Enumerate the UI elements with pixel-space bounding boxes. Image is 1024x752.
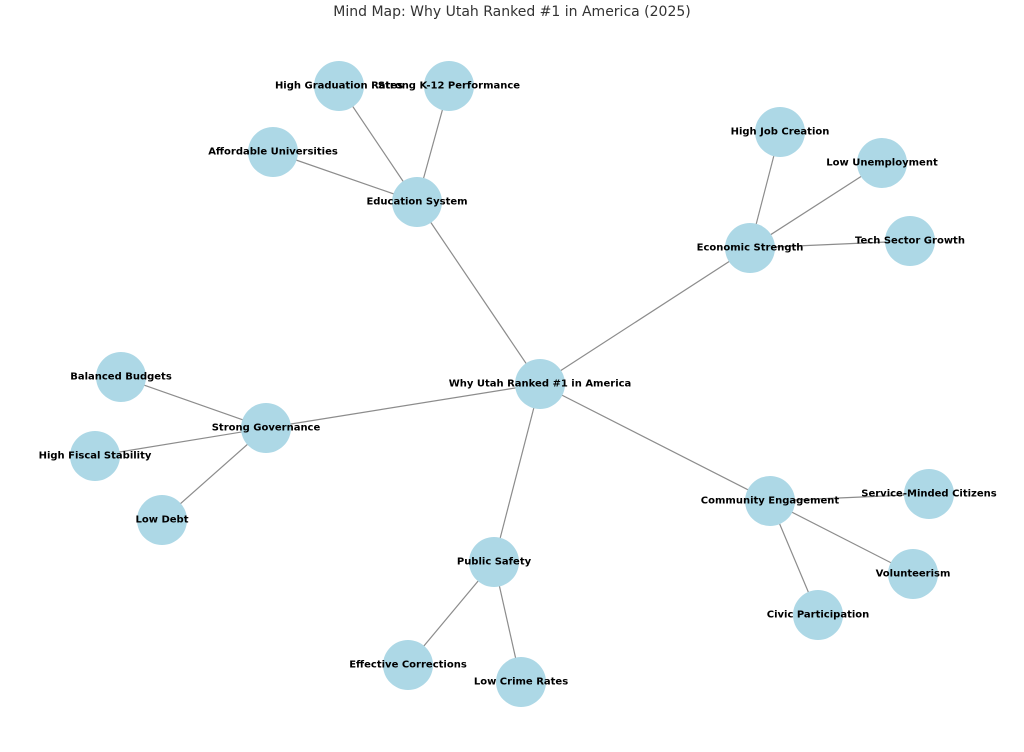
node-label-tech: Tech Sector Growth (855, 236, 965, 247)
edge-community-service (769, 493, 930, 502)
node-volunteer (888, 549, 938, 599)
node-civic (793, 590, 843, 640)
node-governance (241, 403, 291, 453)
edge-education-univ (272, 151, 418, 203)
node-label-unemp: Low Unemployment (826, 158, 938, 169)
nodes-layer (70, 61, 954, 707)
edge-root-safety (493, 383, 541, 563)
edge-governance-budgets (120, 376, 267, 429)
node-label-k12: Strong K-12 Performance (378, 81, 520, 92)
node-label-grad: High Graduation Rates (275, 81, 403, 92)
node-label-service: Service-Minded Citizens (861, 489, 996, 500)
edge-economy-unemp (749, 162, 883, 249)
node-corrections (383, 640, 433, 690)
node-budgets (96, 352, 146, 402)
node-label-jobs: High Job Creation (731, 127, 830, 138)
edge-community-volunteer (769, 500, 914, 575)
node-unemp (857, 138, 907, 188)
edge-root-community (539, 383, 771, 502)
node-grad (314, 61, 364, 111)
node-tech (885, 216, 935, 266)
node-service (904, 469, 954, 519)
edge-root-economy (539, 247, 751, 385)
node-crime (496, 657, 546, 707)
node-root (515, 359, 565, 409)
node-label-education: Education System (366, 197, 467, 208)
node-fiscal (70, 431, 120, 481)
node-label-crime: Low Crime Rates (474, 677, 568, 688)
node-label-corrections: Effective Corrections (349, 660, 467, 671)
node-univ (248, 127, 298, 177)
node-label-debt: Low Debt (136, 515, 189, 526)
node-economy (725, 223, 775, 273)
node-debt (137, 495, 187, 545)
node-label-civic: Civic Participation (767, 610, 870, 621)
node-label-root: Why Utah Ranked #1 in America (449, 379, 632, 390)
edge-governance-fiscal (94, 427, 267, 457)
node-community (745, 476, 795, 526)
node-label-safety: Public Safety (457, 557, 532, 568)
node-label-community: Community Engagement (701, 496, 840, 507)
labels-layer: Why Utah Ranked #1 in America Education S… (39, 81, 997, 688)
node-label-governance: Strong Governance (212, 423, 321, 434)
node-label-economy: Economic Strength (697, 243, 804, 254)
node-label-volunteer: Volunteerism (876, 569, 951, 580)
node-label-budgets: Balanced Budgets (70, 372, 172, 383)
node-safety (469, 537, 519, 587)
edge-root-governance (265, 383, 541, 429)
node-jobs (755, 107, 805, 157)
node-k12 (424, 61, 474, 111)
edge-root-education (416, 201, 541, 385)
edge-economy-tech (749, 240, 911, 249)
node-education (392, 177, 442, 227)
node-label-fiscal: High Fiscal Stability (39, 451, 152, 462)
page-title: Mind Map: Why Utah Ranked #1 in America … (333, 4, 691, 20)
node-label-univ: Affordable Universities (208, 147, 338, 158)
